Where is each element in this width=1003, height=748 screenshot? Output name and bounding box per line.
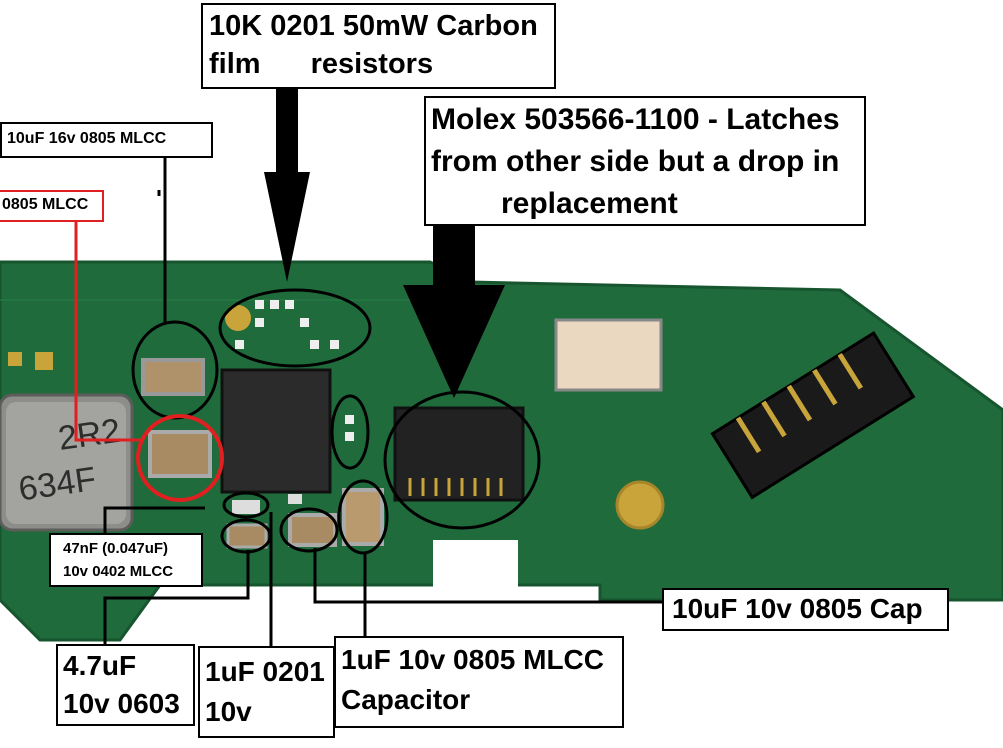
label-cap-1u-0805-line2: Capacitor: [341, 684, 471, 715]
ellipse-red: [136, 414, 224, 502]
label-cap-1u-0805-line1: 1uF 10v 0805 MLCC: [341, 644, 604, 675]
flex-connector: [393, 406, 525, 502]
label-cap-1u-0201: 1uF 0201 10v: [198, 646, 335, 738]
label-resistors-line1: 10K 0201 50mW Carbon: [209, 10, 538, 42]
label-molex: Molex 503566-1100 - Latches from other s…: [424, 96, 866, 226]
label-resistors-line2: film resistors: [209, 45, 548, 83]
ellipse-1uf: [337, 479, 389, 555]
label-resistors-line2a: film: [209, 48, 261, 80]
label-molex-line1: Molex 503566-1100 - Latches: [431, 103, 840, 136]
ic-chip: [220, 368, 332, 494]
label-molex-line2: from other side but a drop in: [431, 145, 840, 178]
label-cap-10uf-10v: 10uF 10v 0805 Cap: [662, 588, 949, 631]
label-cap-top-text: 10uF 16v 0805 MLCC: [7, 130, 167, 147]
ellipse-0402: [222, 491, 270, 519]
capacitor-red-target: [148, 430, 212, 478]
blank-patch: [433, 540, 518, 612]
capacitor-1uf-0805: [342, 488, 384, 546]
red-leader: [74, 196, 140, 442]
label-cap-47n: 47nF (0.047uF) 10v 0402 MLCC: [49, 533, 203, 587]
capacitor-10uf: [288, 513, 337, 547]
ellipse-right-resistors: [330, 394, 370, 470]
label-cap-1u-0201-line1: 1uF 0201: [205, 656, 325, 687]
right-connector: [710, 331, 916, 500]
capacitor-0603: [226, 523, 268, 549]
label-resistors-line2b: resistors: [310, 48, 434, 80]
resistor-cluster: [235, 300, 354, 441]
label-cap-47u-line1: 4.7uF: [63, 650, 137, 681]
label-cap-red-text: 0805 MLCC: [2, 196, 89, 213]
test-pad: [615, 480, 665, 530]
label-cap-top: 10uF 16v 0805 MLCC: [0, 122, 213, 158]
label-cap-1u-0201-line2: 10v: [205, 696, 252, 727]
label-resistors: 10K 0201 50mW Carbon film resistors: [201, 3, 556, 89]
ellipse-resistors: [218, 288, 372, 368]
label-cap-47n-line1: 47nF (0.047uF): [63, 540, 169, 557]
capacitor-top: [141, 358, 205, 396]
label-cap-47u: 4.7uF 10v 0603: [56, 644, 195, 726]
ellipse-connector: [383, 390, 541, 530]
arrow-resistors: [264, 58, 310, 282]
label-cap-10uf-10v-text: 10uF 10v 0805 Cap: [672, 593, 923, 624]
label-cap-47n-line2: 10v 0402 MLCC: [63, 563, 174, 580]
white-connector: [554, 318, 663, 392]
label-cap-1u-0805: 1uF 10v 0805 MLCC Capacitor: [334, 636, 624, 728]
label-molex-line3: replacement: [501, 187, 678, 220]
inductor-marking-line1: 2R2: [56, 412, 123, 458]
arrow-molex: [403, 190, 505, 398]
label-cap-47u-line2: 10v 0603: [63, 688, 180, 719]
label-cap-red: 0805 MLCC: [0, 190, 104, 222]
ellipse-10uf: [279, 507, 339, 553]
